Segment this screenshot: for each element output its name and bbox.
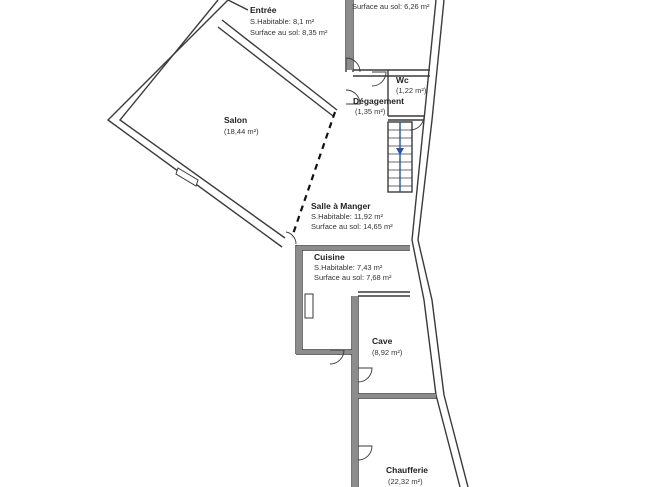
stair-arrow-icon — [396, 148, 404, 155]
room-cuisine-line2: Surface au sol: 7,68 m² — [314, 273, 392, 282]
room-wc-line1: (1,22 m²) — [396, 86, 427, 95]
room-entree-line2: Surface au sol: 8,35 m² — [250, 28, 328, 37]
open-separation — [290, 111, 337, 238]
room-cuisine-line1: S.Habitable: 7,43 m² — [314, 263, 383, 272]
room-top-right-line1: Surface au sol: 6,26 m² — [352, 2, 430, 11]
windows — [175, 167, 314, 319]
wall-fills — [296, 0, 436, 487]
doors — [285, 57, 425, 461]
room-salle-a-manger-name: Salle à Manger — [311, 201, 371, 211]
staircase — [388, 122, 412, 192]
room-salon-line1: (18,44 m²) — [224, 127, 259, 136]
room-cuisine-name: Cuisine — [314, 252, 345, 262]
room-degagement-name: Dégagement — [353, 96, 404, 106]
room-salle-a-manger-line2: Surface au sol: 14,65 m² — [311, 222, 393, 231]
room-chaufferie-line1: (22,32 m²) — [388, 477, 423, 486]
room-chaufferie-name: Chaufferie — [386, 465, 428, 475]
room-degagement-line1: (1,35 m²) — [355, 107, 386, 116]
walls — [106, 0, 469, 487]
room-salle-a-manger-line1: S.Habitable: 11,92 m² — [311, 212, 383, 221]
room-cave-name: Cave — [372, 336, 393, 346]
room-labels: Entrée S.Habitable: 8,1 m² Surface au so… — [224, 2, 430, 486]
room-cave-line1: (8,92 m²) — [372, 348, 403, 357]
room-entree-name: Entrée — [250, 5, 277, 15]
room-entree-line1: S.Habitable: 8,1 m² — [250, 17, 315, 26]
room-salon-name: Salon — [224, 115, 247, 125]
room-wc-name: Wc — [396, 75, 409, 85]
